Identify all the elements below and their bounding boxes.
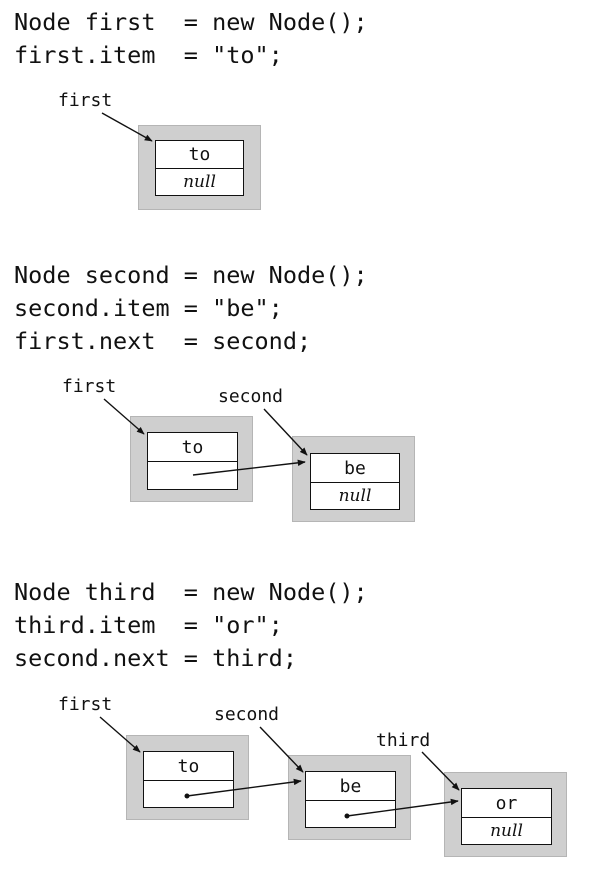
label-first: first — [62, 376, 117, 397]
pointer-second-arrow — [259, 726, 304, 773]
node-item-field: be — [311, 454, 399, 483]
pointer-first-arrow — [99, 716, 141, 753]
node-third: or null — [444, 772, 567, 857]
label-first: first — [58, 90, 113, 111]
node-second: be null — [292, 436, 415, 522]
null-value: null — [490, 820, 523, 841]
pointer-third-arrow — [421, 751, 460, 791]
code-line: Node first = new Node(); — [14, 8, 368, 36]
pointer-first-arrow — [101, 112, 153, 142]
null-value: null — [338, 485, 372, 506]
next-link-arrow — [346, 798, 459, 817]
code-line: first.next = second; — [14, 327, 312, 355]
node-box: to null — [155, 140, 244, 196]
code-block-1: Node first = new Node(); first.item = "to… — [14, 6, 368, 72]
node-box: to — [147, 432, 238, 490]
pointer-first-arrow — [103, 398, 145, 435]
next-link-arrow — [192, 459, 306, 476]
label-second: second — [214, 704, 280, 725]
node-next-field: null — [462, 817, 551, 844]
code-line: second.item = "be"; — [14, 294, 283, 322]
code-block-2: Node second = new Node(); second.item = "… — [14, 259, 368, 358]
node-next-field: null — [311, 482, 399, 509]
code-line: first.item = "to"; — [14, 41, 283, 69]
pointer-second-arrow — [263, 408, 308, 456]
code-line: Node third = new Node(); — [14, 578, 368, 606]
node-box: to — [143, 751, 234, 808]
label-first: first — [58, 694, 113, 715]
label-third: third — [376, 730, 431, 751]
node-next-field: null — [156, 168, 243, 195]
code-line: third.item = "or"; — [14, 611, 283, 639]
node-item-field: to — [144, 752, 233, 781]
code-block-3: Node third = new Node(); third.item = "or… — [14, 576, 368, 675]
node-second: be — [288, 755, 411, 840]
label-second: second — [218, 386, 284, 407]
null-value: null — [183, 171, 216, 192]
node-first: to — [130, 416, 253, 502]
node-box: or null — [461, 788, 552, 845]
code-line: Node second = new Node(); — [14, 261, 368, 289]
code-line: second.next = third; — [14, 644, 297, 672]
node-box: be — [305, 771, 396, 828]
node-box: be null — [310, 453, 400, 510]
node-item-field: be — [306, 772, 395, 801]
node-first: to — [126, 735, 249, 820]
next-link-arrow — [186, 778, 302, 797]
node-item-field: to — [148, 433, 237, 462]
node-item-field: to — [156, 141, 243, 169]
node-first: to null — [138, 125, 261, 210]
node-item-field: or — [462, 789, 551, 818]
